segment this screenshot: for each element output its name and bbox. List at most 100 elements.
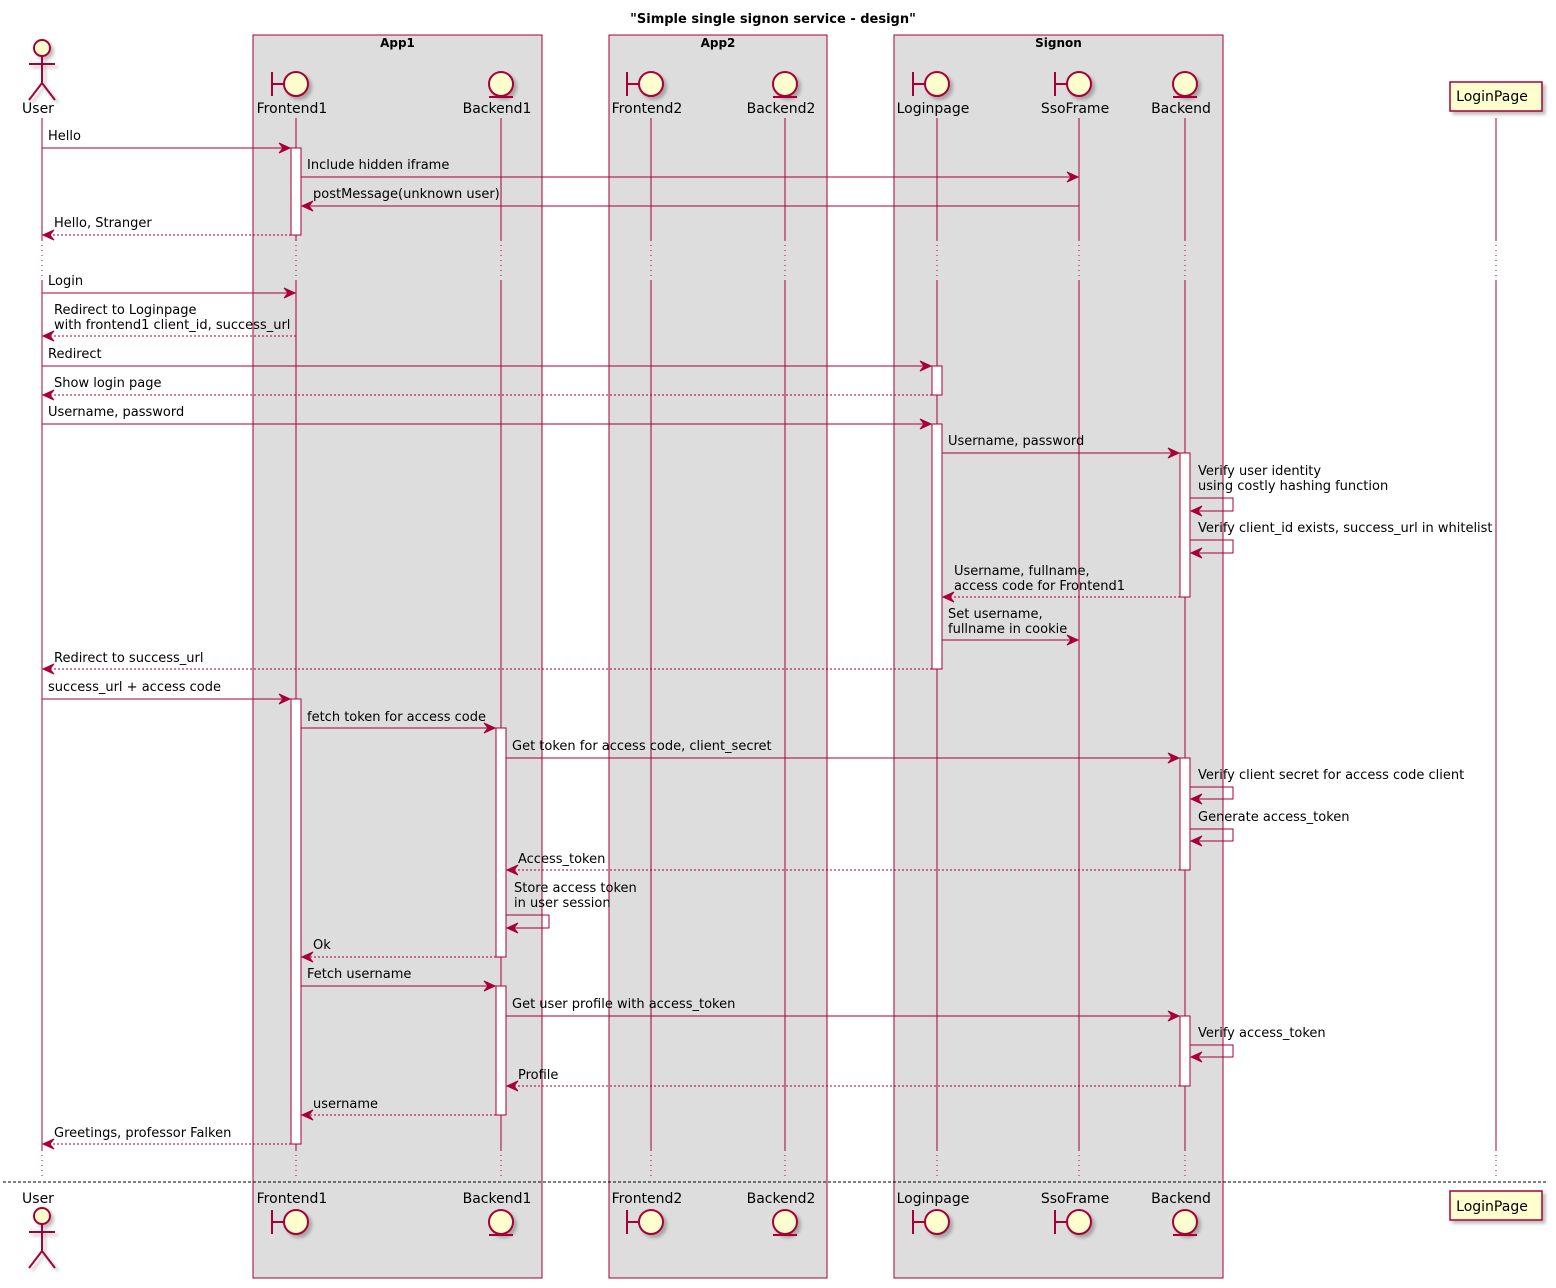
- actor-head: [33, 1207, 51, 1225]
- participant-label-top: Backend2: [747, 101, 816, 117]
- participant-label-bottom: Backend1: [463, 1191, 532, 1207]
- participant-groups: App1 App2 Signon: [252, 34, 1224, 1279]
- participant-label-top: Backend: [1151, 101, 1211, 117]
- boundary-circle: [1066, 71, 1092, 97]
- message-arrowhead: [41, 663, 55, 675]
- activation-backend1: [495, 727, 507, 958]
- message-label: Login: [48, 274, 83, 289]
- actor-icon: [28, 1207, 56, 1269]
- group-label-app2: App2: [701, 36, 736, 50]
- message-label: in user session: [514, 896, 611, 911]
- entity-icon: [1172, 1209, 1198, 1236]
- message-label: Show login page: [54, 376, 161, 391]
- message-arrowhead: [941, 591, 955, 603]
- message-arrowhead: [1189, 505, 1203, 517]
- message-label: Get user profile with access_token: [512, 997, 735, 1012]
- participant-heads: UserUserFrontend1Frontend1Backend1Backen…: [22, 39, 1543, 1269]
- message-arrowhead: [300, 951, 314, 963]
- message-arrowhead: [300, 200, 314, 212]
- entity-circle: [772, 1209, 798, 1235]
- boundary-icon: [912, 1209, 950, 1235]
- message-arrowhead: [278, 693, 292, 705]
- message-arrowhead: [1189, 1051, 1203, 1063]
- message-label: Profile: [518, 1068, 558, 1083]
- message-arrowhead: [1066, 171, 1080, 183]
- actor-icon: [28, 39, 56, 101]
- message-label: Username, fullname,: [954, 564, 1090, 579]
- message-arrowhead: [505, 922, 519, 934]
- boundary-circle: [924, 1209, 950, 1235]
- message-self-21: [506, 914, 550, 929]
- message-label: postMessage(unknown user): [313, 187, 500, 202]
- activation-backend1: [495, 985, 507, 1116]
- boundary-circle: [638, 71, 664, 97]
- message-label: Access_token: [518, 852, 605, 867]
- participant-label-top: Frontend1: [257, 101, 328, 117]
- actor-head: [33, 39, 51, 57]
- message-label: Generate access_token: [1198, 810, 1350, 825]
- message-label: Username, password: [48, 405, 184, 420]
- message-label: Redirect: [48, 347, 102, 362]
- participant-label-top: Frontend2: [612, 101, 683, 117]
- activation-backend: [1179, 452, 1191, 598]
- entity-circle: [772, 71, 798, 97]
- message-arrowhead: [1167, 1010, 1181, 1022]
- message-label: Get token for access code, client_secret: [512, 739, 772, 754]
- participant-label-bottom: Backend: [1151, 1191, 1211, 1207]
- boundary-icon: [1054, 71, 1092, 97]
- group-label-signon: Signon: [1035, 36, 1082, 50]
- message-arrowhead: [1066, 634, 1080, 646]
- boundary-icon: [626, 1209, 664, 1235]
- activation-loginpage: [931, 423, 943, 670]
- message-label: Ok: [313, 938, 331, 953]
- message-label: username: [313, 1097, 378, 1112]
- lifelines: [3, 118, 1547, 1183]
- message-arrowhead: [505, 864, 519, 876]
- entity-circle: [488, 1209, 514, 1235]
- group-label-app1: App1: [380, 36, 415, 50]
- boundary-circle: [283, 71, 309, 97]
- participant-label-top: Loginpage: [897, 101, 970, 117]
- participant-label-bottom: LoginPage: [1456, 1199, 1528, 1215]
- actor-legs: [28, 81, 56, 101]
- entity-circle: [1172, 1209, 1198, 1235]
- message-label: Set username,: [948, 607, 1043, 622]
- message-label: Hello, Stranger: [54, 216, 152, 231]
- message-arrowhead: [483, 722, 497, 734]
- participant-box-top: [1449, 81, 1543, 112]
- participant-label-bottom: Frontend2: [612, 1191, 683, 1207]
- participant-label-bottom: Frontend1: [257, 1191, 328, 1207]
- group-box-signon: [893, 34, 1224, 1279]
- participant-box-bottom: [1449, 1190, 1543, 1221]
- message-arrowhead: [41, 229, 55, 241]
- message-arrowhead: [278, 142, 292, 154]
- message-label: with frontend1 client_id, success_url: [54, 318, 290, 333]
- message-label: Greetings, professor Falken: [54, 1126, 231, 1141]
- message-self-18: [1190, 786, 1234, 800]
- message-arrowhead: [483, 980, 497, 992]
- participant-label-top: User: [22, 101, 54, 117]
- message-arrowhead: [919, 360, 933, 372]
- message-label: fetch token for access code: [307, 710, 486, 725]
- boundary-icon: [626, 71, 664, 97]
- boundary-circle: [638, 1209, 664, 1235]
- participant-label-bottom: Loginpage: [897, 1191, 970, 1207]
- message-self-11: [1190, 539, 1234, 554]
- boundary-circle: [924, 71, 950, 97]
- entity-icon: [488, 1209, 514, 1236]
- message-arrowhead: [41, 389, 55, 401]
- message-arrowhead: [1189, 793, 1203, 805]
- participant-label-bottom: Backend2: [747, 1191, 816, 1207]
- message-arrowhead: [1167, 447, 1181, 459]
- message-label: success_url + access code: [48, 680, 221, 695]
- activation-frontend1: [290, 147, 302, 236]
- message-arrowhead: [283, 287, 297, 299]
- entity-icon: [772, 1209, 798, 1236]
- entity-icon: [488, 71, 514, 98]
- message-label: Redirect to Loginpage: [54, 303, 196, 318]
- activation-backend: [1179, 757, 1191, 871]
- boundary-icon: [271, 1209, 309, 1235]
- boundary-circle: [283, 1209, 309, 1235]
- entity-circle: [1172, 71, 1198, 97]
